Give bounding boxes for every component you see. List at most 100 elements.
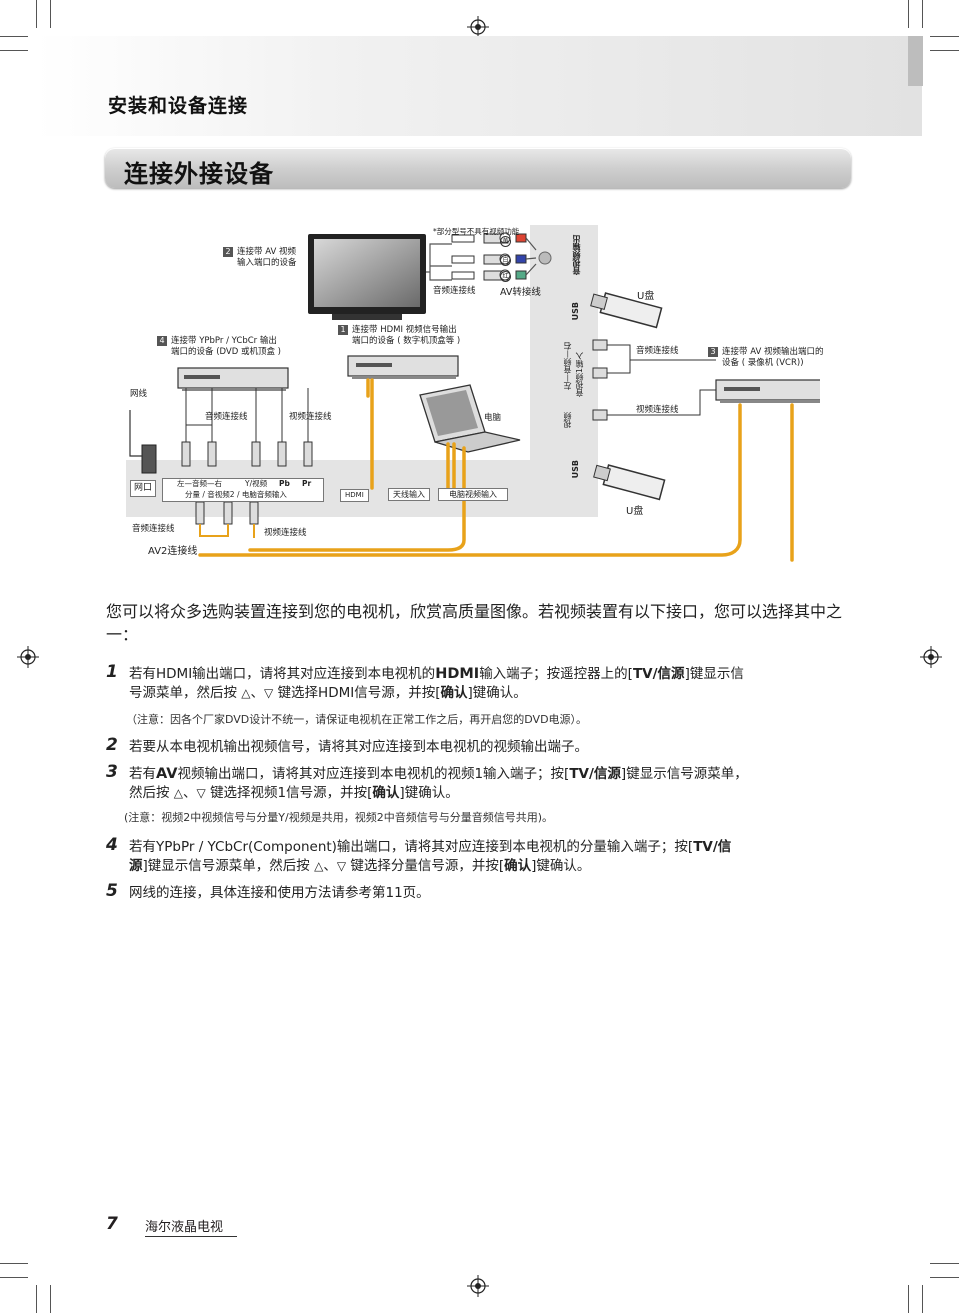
port-y-label: Y/视频: [245, 479, 268, 488]
crop-mark: [36, 0, 37, 28]
video-cable-label-bottom: 视频连接线: [264, 528, 307, 538]
item-text-part: ]键显示信号源菜单，然后按: [142, 858, 310, 874]
device-number: 3: [708, 347, 718, 357]
av-cable-lines: [426, 237, 537, 281]
note-partial-models: *部分型号不具有视频功能: [433, 227, 520, 236]
key-confirm: 确认: [440, 685, 468, 701]
item-note: (注意：视频2中视频信号与分量Y/视频是共用，视频2中音频信号与分量音频信号共用…: [124, 811, 554, 824]
item-text-part: 键选择HDMI信号源，并按[: [277, 685, 441, 701]
item-text-part: 若有: [129, 766, 156, 782]
key-tv-source: TV/信: [693, 839, 732, 855]
registration-mark-icon: [17, 646, 39, 668]
crop-mark: [908, 1285, 909, 1313]
crop-mark: [930, 50, 959, 51]
network-cable-label: 网线: [130, 389, 148, 399]
port-antenna: 天线输入: [388, 488, 430, 501]
down-triangle-icon: ▽: [264, 686, 274, 700]
crop-mark: [0, 36, 28, 37]
page-title-bar: [105, 148, 851, 188]
item-text: 网线的连接，具体连接和使用方法请参考第11页。: [129, 885, 430, 901]
item-text-part: ]键确认。: [399, 785, 459, 801]
footer-underline: [145, 1236, 237, 1237]
device-number: 4: [157, 336, 167, 346]
item-text-part: 、: [183, 785, 197, 801]
crop-mark: [908, 0, 909, 28]
item-number: 4: [106, 835, 118, 855]
crop-mark: [922, 1285, 923, 1313]
port-hdmi: HDMI: [340, 489, 369, 502]
device-label-2: 2 连接带 AV 视频 输入端口的设备: [223, 247, 297, 269]
item-text: 若有AV视频输出端口，请将其对应连接到本电视机的视频1输入端子；按[TV/信源]…: [129, 765, 859, 803]
registration-mark-icon: [467, 16, 489, 38]
dvd-device: [177, 367, 289, 391]
crop-mark: [930, 1277, 959, 1278]
instruction-item: 4 若有YPbPr / YCbCr(Component)输出端口，请将其对应连接…: [106, 835, 866, 882]
device-number: 2: [223, 247, 233, 257]
usb-drive-bottom: [593, 464, 666, 501]
udisk-label-top: U盘: [637, 291, 655, 302]
down-triangle-icon: ▽: [196, 786, 206, 800]
port-pr-label: Pr: [302, 479, 312, 488]
video-cable-label-right: 视频连接线: [636, 405, 679, 415]
circle-label-yellow: 黄: [500, 236, 511, 247]
down-triangle-icon: ▽: [336, 859, 347, 873]
up-triangle-icon: △: [241, 686, 251, 700]
crop-mark: [50, 1285, 51, 1313]
item-text-part: 视频输出端口，请将其对应连接到本电视机的视频1输入端子；按[: [177, 766, 570, 782]
device-label-line: 连接带 AV 视频: [237, 247, 296, 257]
crop-mark: [922, 0, 923, 28]
port-audio-label: 左—音频—右: [177, 479, 222, 488]
port-component-label: 分量 / 音视频2 / 电脑音频输入: [185, 490, 287, 499]
usb-drive-top: [590, 292, 663, 329]
item-text-part: 输入端子；按遥控器上的[: [479, 666, 633, 682]
device-label-line: 输入端口的设备: [237, 258, 297, 268]
key-confirm: 确认: [372, 785, 400, 801]
page-title: 连接外接设备: [124, 160, 274, 188]
instruction-item: 1 若有HDMI输出端口，请将其对应连接到本电视机的HDMI输入端子；按遥控器上…: [106, 662, 866, 725]
audio-cable-label-right: 音频连接线: [636, 346, 679, 356]
key-tv-source: TV/信源: [632, 666, 685, 682]
item-text-bold: HDMI: [435, 666, 480, 682]
udisk-label-bottom: U盘: [626, 506, 644, 517]
connection-diagram: [126, 225, 820, 562]
device-label-line: 端口的设备 ( 数字机顶盒等 ): [352, 336, 461, 346]
header-band: [36, 36, 922, 136]
item-number: 1: [106, 662, 118, 682]
device-number: 1: [338, 325, 348, 335]
av-output-label: 音视频输出: [572, 235, 581, 275]
port-pc-video: 电脑视频输入: [438, 488, 508, 501]
device-label-line: 连接带 HDMI 视频信号输出: [352, 325, 457, 335]
crop-mark: [36, 1285, 37, 1313]
side-video-label: 视频: [563, 412, 572, 428]
crop-mark: [0, 1263, 28, 1264]
video-cable-label-mid: 视频连接线: [289, 412, 332, 422]
item-text-part: ]键确认。: [467, 685, 527, 701]
item-text-part: 然后按: [129, 785, 170, 801]
orange-cables: [198, 378, 794, 562]
footer-brand: 海尔液晶电视: [145, 1220, 224, 1235]
device-label-line: 端口的设备 (DVD 或机顶盒 ): [171, 347, 281, 357]
computer-label: 电脑: [484, 413, 502, 423]
device-label-1: 1 连接带 HDMI 视频信号输出 端口的设备 ( 数字机顶盒等 ): [338, 325, 460, 347]
key-tv-source: 源: [129, 858, 143, 874]
item-text-part: 若有YPbPr / YCbCr(Component)输出端口，请将其对应连接到本…: [129, 839, 694, 855]
device-label-line: 连接带 AV 视频输出端口的: [722, 347, 824, 357]
item-text-part: 键选择视频1信号源，并按[: [210, 785, 373, 801]
usb-label-bottom: USB: [571, 460, 580, 479]
port-network: 网口: [130, 480, 157, 497]
registration-mark-icon: [467, 1275, 489, 1297]
port-pb-label: Pb: [279, 479, 290, 488]
item-text-part: ]键显示信: [684, 666, 744, 682]
intro-paragraph: 您可以将众多选购装置连接到您的电视机，欣赏高质量图像。若视频装置有以下接口，您可…: [106, 602, 843, 644]
crop-mark: [930, 1263, 959, 1264]
audio-cable-label-top: 音频连接线: [433, 286, 476, 296]
item-text-part: 号源菜单，然后按: [129, 685, 237, 701]
side-av1-label: 音视频1输入: [575, 352, 584, 398]
port-component-box: [162, 478, 324, 502]
audio-cable-label-mid: 音频连接线: [205, 412, 248, 422]
item-text: 若有YPbPr / YCbCr(Component)输出端口，请将其对应连接到本…: [129, 838, 859, 876]
instruction-item: 2 若要从本电视机输出视频信号，请将其对应连接到本电视机的视频输出端子。: [106, 736, 866, 760]
item-text: 若要从本电视机输出视频信号，请将其对应连接到本电视机的视频输出端子。: [129, 739, 588, 755]
